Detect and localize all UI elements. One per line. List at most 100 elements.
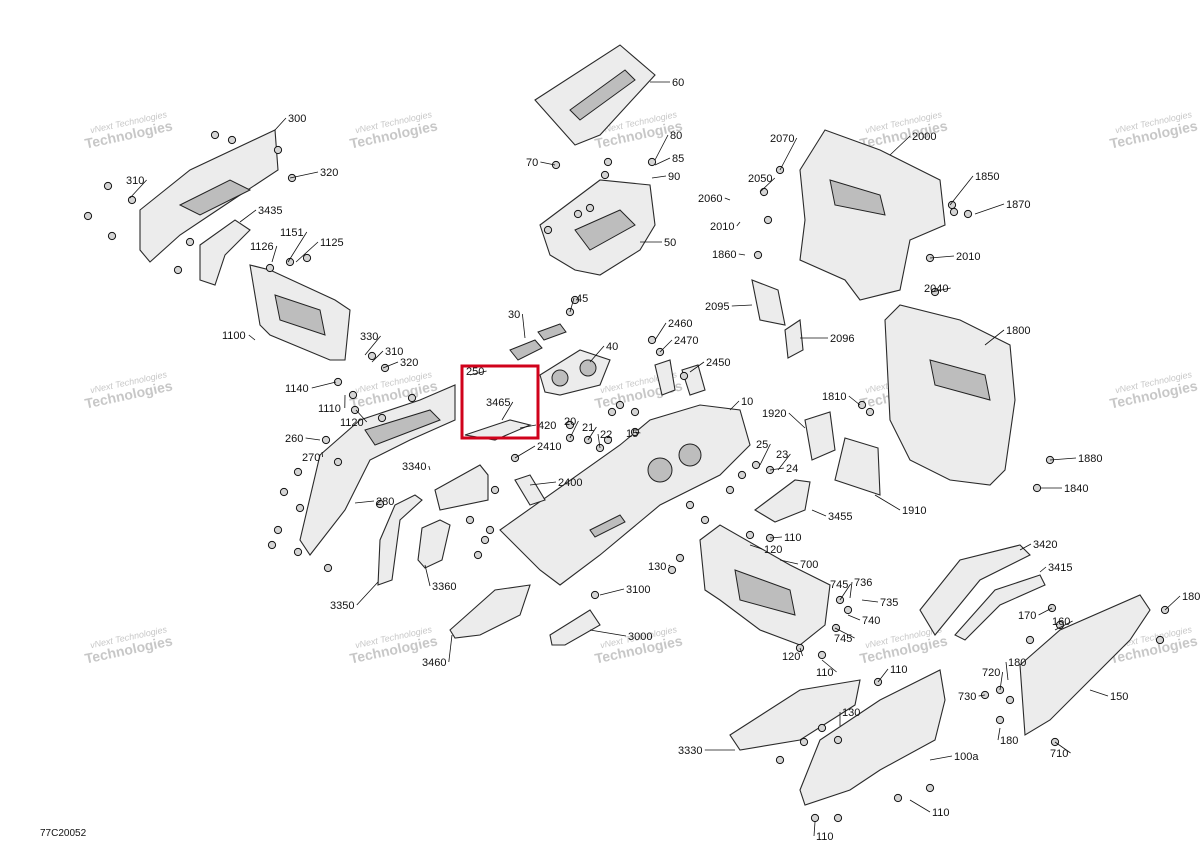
- leader-line: [569, 297, 575, 313]
- fastener-marker: [667, 565, 677, 575]
- leader-line: [738, 253, 746, 256]
- callout-label: 1100: [222, 330, 246, 342]
- callout-label: 40: [606, 341, 618, 353]
- fastener-marker: [227, 135, 237, 145]
- callout-label: 150: [1110, 691, 1128, 703]
- fastener-marker: [751, 460, 761, 470]
- leader-line: [371, 350, 384, 363]
- callout-label: 180: [1000, 735, 1018, 747]
- part-30-b: [537, 323, 567, 341]
- fastener-marker: [348, 390, 358, 400]
- fastener-marker: [607, 407, 617, 417]
- fastener-marker: [1005, 695, 1015, 705]
- callout-label: 2460: [668, 318, 692, 330]
- leader-line: [1005, 661, 1009, 681]
- callout-label: 50: [664, 237, 676, 249]
- callout-label: 3350: [330, 600, 354, 612]
- callout-label: 3330: [678, 745, 702, 757]
- callout-label: 3100: [626, 584, 650, 596]
- leader-line: [448, 634, 453, 663]
- callout-label: 1140: [285, 383, 309, 395]
- leader-line: [424, 564, 431, 587]
- leader-line: [729, 400, 740, 411]
- fastener-marker: [185, 237, 195, 247]
- callout-label: 2070: [770, 133, 794, 145]
- part-10-cupholder-a: [647, 457, 673, 483]
- callout-label: 85: [672, 153, 684, 165]
- callout-label: 2060: [698, 193, 722, 205]
- callout-label: 3340: [402, 461, 426, 473]
- callout-label: 3455: [828, 511, 852, 523]
- leader-line: [274, 117, 287, 131]
- callout-label: 1880: [1078, 453, 1102, 465]
- leader-line: [597, 433, 601, 449]
- callout-label: 60: [672, 77, 684, 89]
- part-1800: [884, 304, 1016, 486]
- part-3420: [919, 544, 1031, 636]
- callout-label: 22: [600, 429, 612, 441]
- callout-label: 160: [1052, 616, 1070, 628]
- callout-label: 30: [508, 309, 520, 321]
- fastener-marker: [273, 525, 283, 535]
- leader-line: [659, 339, 673, 353]
- fastener-marker: [287, 173, 297, 183]
- leader-line: [788, 412, 806, 429]
- fastener-marker: [585, 203, 595, 213]
- leader-line: [779, 559, 799, 565]
- fastener-marker: [279, 487, 289, 497]
- leader-line: [382, 361, 399, 369]
- callout-label: 130: [648, 561, 666, 573]
- callout-label: 270: [302, 452, 320, 464]
- fastener-marker: [83, 211, 93, 221]
- callout-label: 1910: [902, 505, 926, 517]
- callout-label: 110: [932, 807, 950, 819]
- fastener-marker: [480, 535, 490, 545]
- callout-label: 21: [582, 422, 594, 434]
- fastener-marker: [685, 500, 695, 510]
- callout-label: 1920: [762, 408, 786, 420]
- leader-line: [769, 467, 785, 471]
- callout-label: 310: [385, 346, 403, 358]
- fastener-marker: [590, 590, 600, 600]
- fastener-marker: [603, 157, 613, 167]
- callout-label: 2000: [912, 131, 936, 143]
- fastener-marker: [930, 287, 940, 297]
- fastener-marker: [630, 407, 640, 417]
- leader-line: [949, 175, 974, 206]
- fastener-marker: [127, 195, 137, 205]
- callout-label: 260: [285, 433, 303, 445]
- fastener-marker: [865, 407, 875, 417]
- leader-line: [877, 668, 889, 683]
- leader-line: [654, 134, 669, 161]
- leader-lines: [129, 81, 1181, 837]
- fastener-marker: [893, 793, 903, 803]
- fastener-marker: [679, 371, 689, 381]
- callout-label: 3460: [422, 657, 446, 669]
- leader-line: [1038, 607, 1053, 616]
- fastener-marker: [600, 170, 610, 180]
- fastener-marker: [367, 351, 377, 361]
- leader-line: [522, 313, 526, 339]
- callout-label: 740: [862, 615, 880, 627]
- part-10-cupholder-b: [678, 443, 702, 467]
- fastener-marker: [107, 231, 117, 241]
- fastener-marker: [103, 181, 113, 191]
- part-2450-b: [654, 359, 676, 396]
- callout-label: 1126: [250, 241, 274, 253]
- fastener-marker: [321, 435, 331, 445]
- callout-label: 110: [784, 532, 802, 544]
- leader-line: [931, 287, 951, 293]
- fastener-marker: [775, 755, 785, 765]
- leader-line: [514, 445, 536, 459]
- leader-line: [287, 231, 308, 263]
- fastener-marker: [1032, 483, 1042, 493]
- part-2000-inner: [829, 179, 886, 216]
- callout-label: 730: [958, 691, 976, 703]
- callout-label: 735: [880, 597, 898, 609]
- part-3460: [449, 584, 531, 639]
- callout-label: 90: [668, 171, 680, 183]
- fastener-marker: [831, 623, 841, 633]
- callout-labels: 6080859070503003103203435112611511125110…: [126, 77, 1200, 842]
- callout-label: 110: [816, 667, 834, 679]
- leader-line: [689, 361, 705, 373]
